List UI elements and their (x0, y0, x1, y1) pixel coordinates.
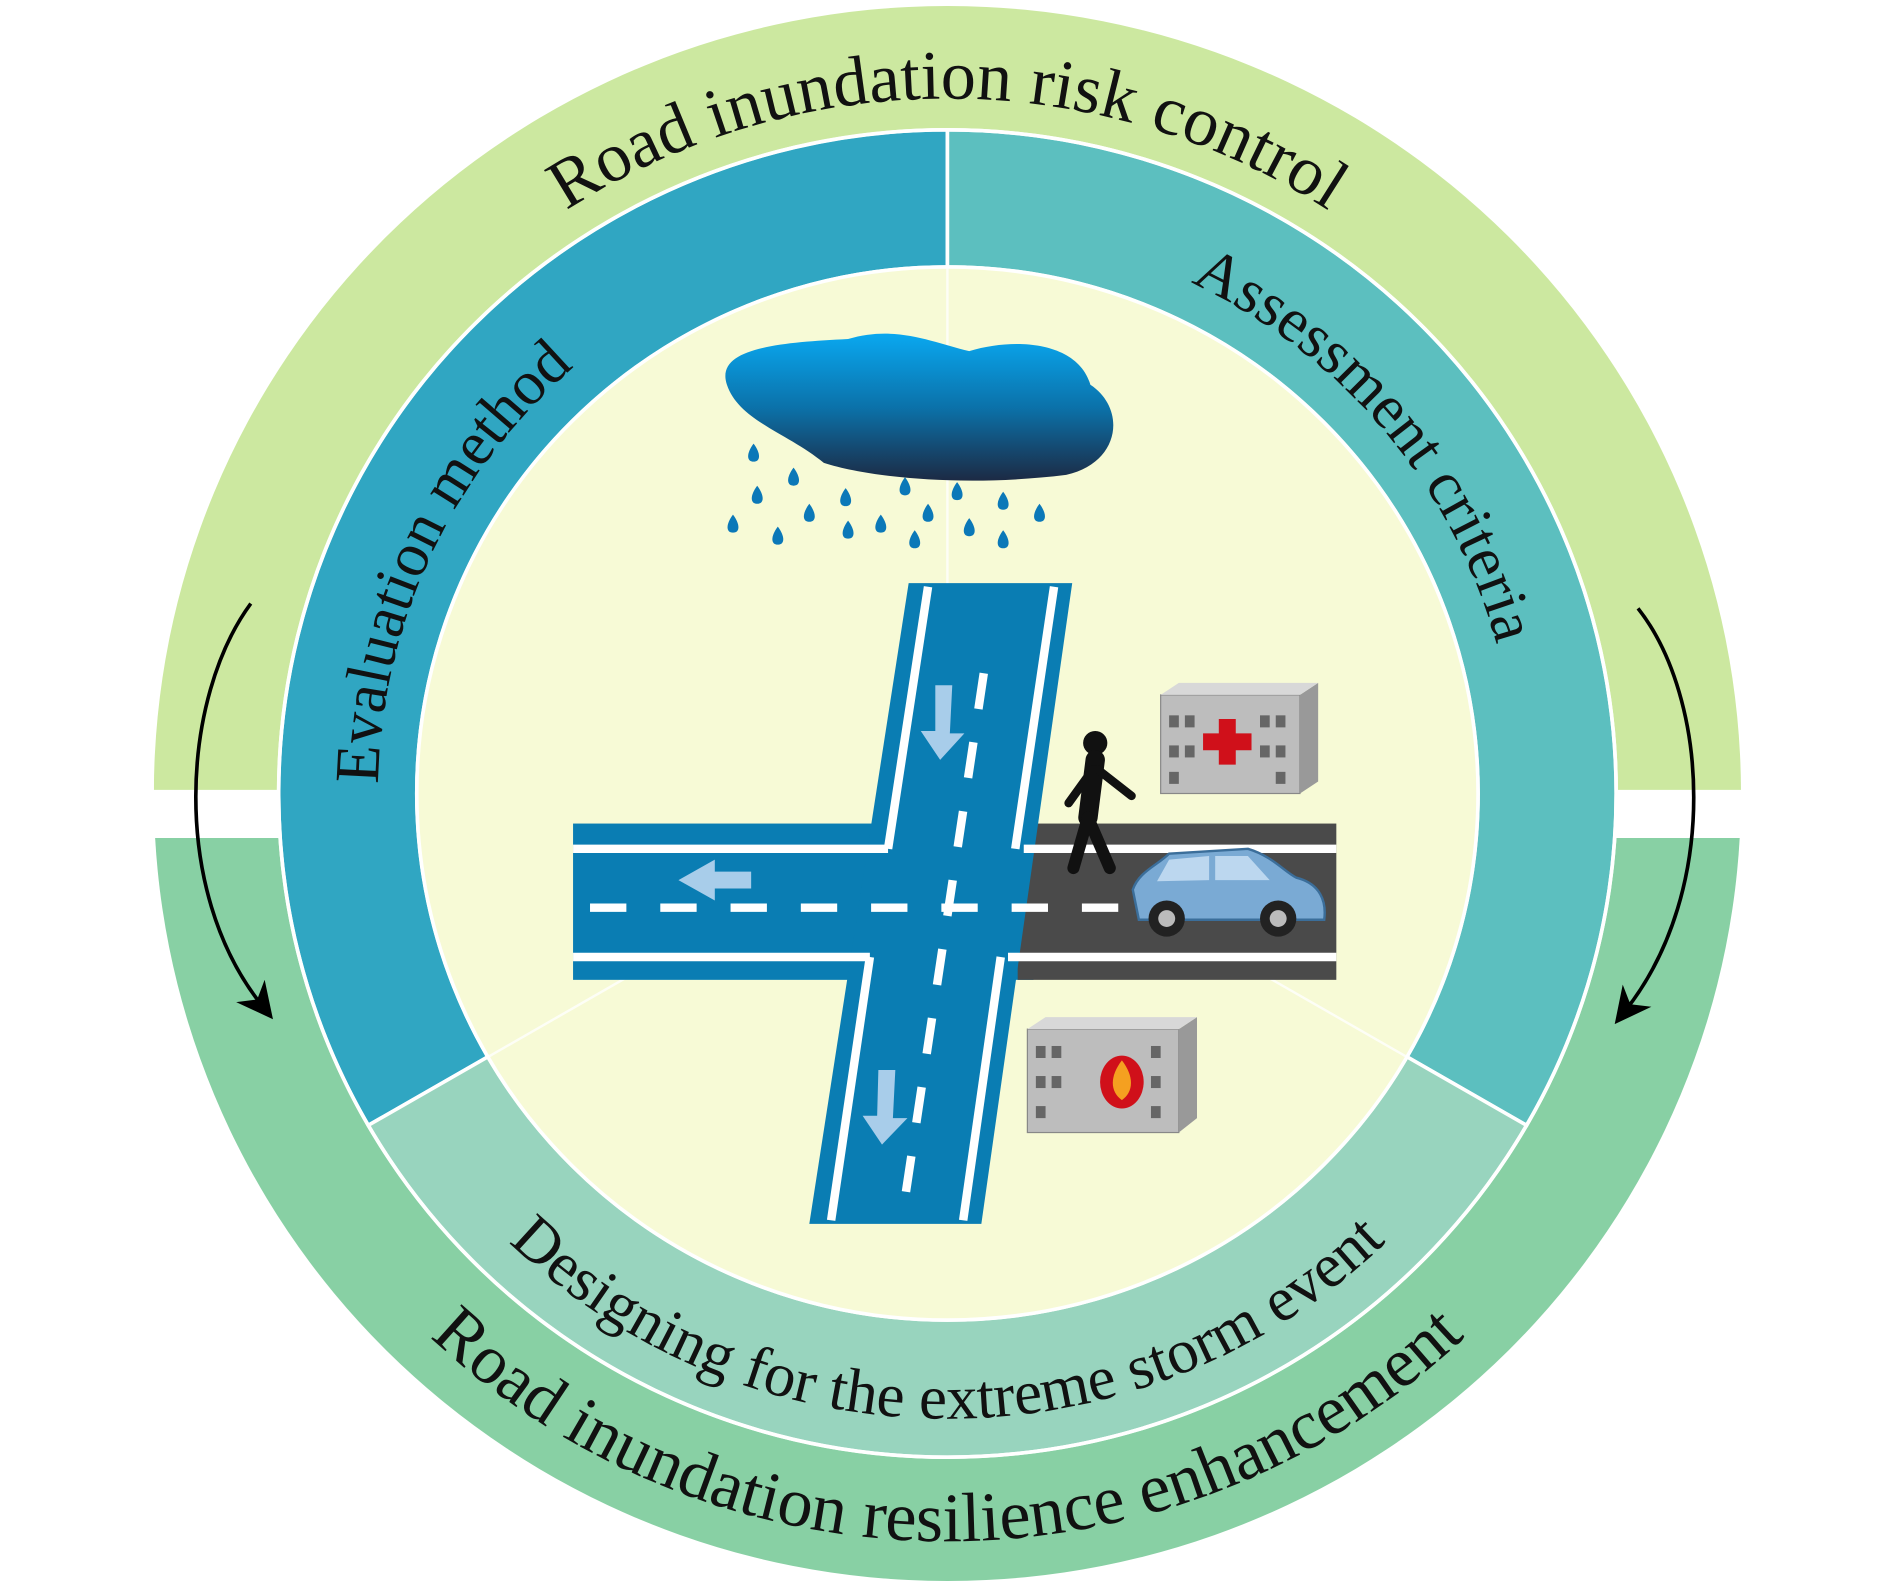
rain-cloud-icon (725, 333, 1114, 481)
hospital-icon (1160, 682, 1319, 795)
raindrop-icon (922, 503, 934, 522)
raindrop-icon (842, 520, 854, 539)
raindrops-icon (727, 443, 1045, 549)
fire-station-icon (1026, 1017, 1197, 1134)
middle-ring-outline (276, 128, 1619, 1459)
crossroad-icon (573, 583, 1337, 1224)
raindrop-icon (788, 467, 800, 486)
raindrop-icon (875, 514, 887, 533)
raindrop-icon (997, 491, 1009, 510)
raindrop-icon (748, 443, 760, 462)
raindrop-icon (840, 488, 852, 507)
raindrop-icon (803, 503, 815, 522)
raindrop-icon (951, 482, 963, 501)
raindrop-icon (727, 514, 739, 533)
car-icon (1131, 847, 1326, 937)
raindrop-icon (899, 477, 911, 496)
raindrop-icon (751, 485, 763, 504)
flow-arrow-icon (678, 685, 965, 1145)
raindrop-icon (963, 518, 975, 537)
raindrop-icon (1034, 503, 1045, 522)
right-flow-arrow-icon (1614, 607, 1696, 1025)
raindrop-icon (909, 530, 921, 549)
pedestrian-icon (1064, 730, 1136, 875)
left-flow-arrow-icon (193, 602, 273, 1020)
raindrop-icon (772, 526, 784, 545)
raindrop-icon (997, 530, 1009, 549)
